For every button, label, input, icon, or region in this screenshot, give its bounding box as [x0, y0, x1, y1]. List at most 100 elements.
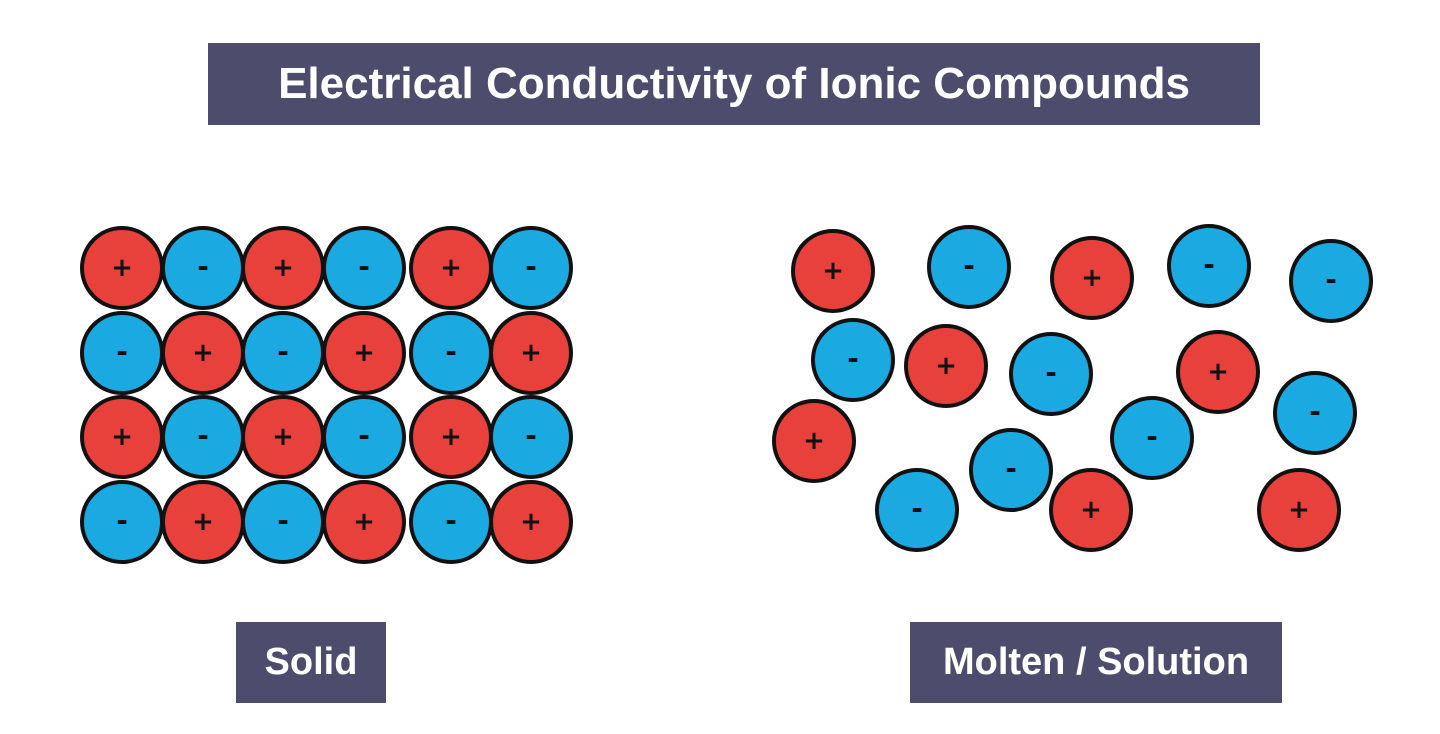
molten-ions: + - + - - - + - + - + - - - + + — [772, 224, 1373, 552]
cation-ion: + — [322, 311, 406, 395]
anion-sign: - — [911, 492, 923, 525]
cation-ion: + — [904, 324, 988, 408]
anion-circle — [489, 395, 573, 479]
cation-ion: + — [161, 480, 245, 564]
cation-circle — [772, 399, 856, 483]
cation-ion: + — [1049, 468, 1133, 552]
anion-ion: - — [409, 480, 493, 564]
anion-ion: - — [409, 311, 493, 395]
cation-ion: + — [791, 229, 875, 313]
anion-ion: - — [161, 395, 245, 479]
anion-ion: - — [1009, 332, 1093, 416]
anion-sign: - — [525, 250, 537, 283]
anion-sign: - — [847, 342, 859, 375]
cation-ion: + — [489, 311, 573, 395]
anion-ion: - — [241, 480, 325, 564]
anion-sign: - — [277, 504, 289, 537]
anion-ion: - — [875, 468, 959, 552]
anion-circle — [1167, 224, 1251, 308]
cation-sign: + — [353, 338, 375, 368]
cation-ion: + — [409, 226, 493, 310]
cation-sign: + — [1080, 495, 1102, 525]
cation-sign: + — [272, 422, 294, 452]
cation-sign: + — [1207, 357, 1229, 387]
anion-ion: - — [322, 226, 406, 310]
cation-ion: + — [489, 480, 573, 564]
diagram-title: Electrical Conductivity of Ionic Compoun… — [208, 43, 1260, 125]
cation-ion: + — [1257, 468, 1341, 552]
cation-sign: + — [1081, 263, 1103, 293]
anion-sign: - — [1309, 395, 1321, 428]
anion-sign: - — [197, 419, 209, 452]
cation-ion: + — [241, 226, 325, 310]
anion-sign: - — [358, 419, 370, 452]
cation-sign: + — [111, 422, 133, 452]
anion-ion: - — [811, 318, 895, 402]
cation-circle — [1050, 236, 1134, 320]
anion-sign: - — [1325, 263, 1337, 296]
anion-ion: - — [489, 226, 573, 310]
cation-ion: + — [409, 395, 493, 479]
anion-sign: - — [1146, 420, 1158, 453]
anion-circle — [927, 225, 1011, 309]
cation-ion: + — [80, 226, 164, 310]
cation-sign: + — [520, 507, 542, 537]
cation-sign: + — [111, 253, 133, 283]
cation-sign: + — [822, 256, 844, 286]
anion-ion: - — [1110, 396, 1194, 480]
cation-sign: + — [440, 253, 462, 283]
anion-ion: - — [969, 428, 1053, 512]
anion-sign: - — [116, 504, 128, 537]
anion-circle — [1009, 332, 1093, 416]
cation-sign: + — [803, 426, 825, 456]
cation-ion: + — [772, 399, 856, 483]
cation-circle — [322, 311, 406, 395]
cation-ion: + — [1176, 330, 1260, 414]
cation-ion: + — [161, 311, 245, 395]
cation-circle — [322, 480, 406, 564]
anion-sign: - — [1045, 356, 1057, 389]
anion-sign: - — [445, 335, 457, 368]
cation-sign: + — [192, 338, 214, 368]
anion-sign: - — [358, 250, 370, 283]
anion-sign: - — [1005, 452, 1017, 485]
cation-circle — [489, 480, 573, 564]
cation-sign: + — [1288, 495, 1310, 525]
anion-sign: - — [445, 504, 457, 537]
anion-ion: - — [322, 395, 406, 479]
cation-circle — [791, 229, 875, 313]
cation-ion: + — [241, 395, 325, 479]
cation-circle — [1049, 468, 1133, 552]
anion-ion: - — [161, 226, 245, 310]
anion-sign: - — [277, 335, 289, 368]
anion-sign: - — [197, 250, 209, 283]
cation-ion: + — [1050, 236, 1134, 320]
anion-ion: - — [80, 311, 164, 395]
anion-circle — [1289, 239, 1373, 323]
cation-circle — [1176, 330, 1260, 414]
molten-label: Molten / Solution — [910, 622, 1282, 703]
anion-circle — [322, 395, 406, 479]
anion-circle — [811, 318, 895, 402]
cation-sign: + — [935, 351, 957, 381]
solid-label: Solid — [236, 622, 386, 703]
cation-sign: + — [192, 507, 214, 537]
cation-ion: + — [322, 480, 406, 564]
anion-circle — [1110, 396, 1194, 480]
anion-ion: - — [241, 311, 325, 395]
cation-sign: + — [353, 507, 375, 537]
anion-circle — [1273, 371, 1357, 455]
anion-sign: - — [525, 419, 537, 452]
cation-sign: + — [272, 253, 294, 283]
anion-circle — [322, 226, 406, 310]
cation-ion: + — [80, 395, 164, 479]
anion-sign: - — [1203, 248, 1215, 281]
anion-sign: - — [963, 249, 975, 282]
anion-circle — [875, 468, 959, 552]
anion-ion: - — [1167, 224, 1251, 308]
cation-sign: + — [440, 422, 462, 452]
cation-sign: + — [520, 338, 542, 368]
cation-circle — [1257, 468, 1341, 552]
